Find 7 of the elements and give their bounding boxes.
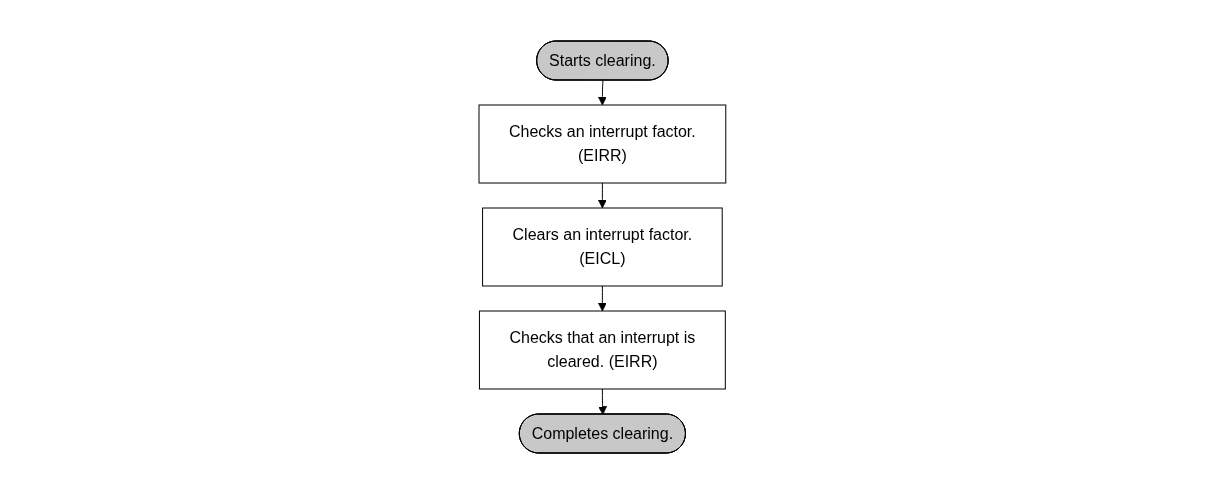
node-box: Checks an interrupt factor. (EIRR) [478, 104, 727, 183]
arrow [598, 79, 607, 105]
node-box: Clears an interrupt factor. (EICL) [482, 207, 723, 286]
arrow [598, 285, 607, 311]
arrow [598, 182, 607, 208]
arrow [598, 388, 608, 415]
node-box: Checks that an interrupt is cleared. (EIRR) [479, 310, 726, 389]
